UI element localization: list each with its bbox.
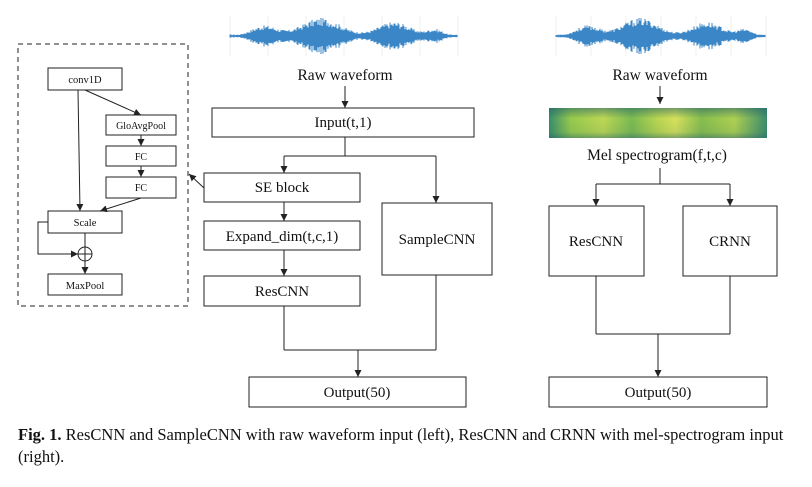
right-rescnn-box [548, 205, 645, 277]
se-conv-label: conv1D [68, 75, 102, 86]
se-gap-label: GloAvgPool [116, 121, 166, 132]
right-output-box [548, 376, 768, 408]
mel-spectrogram-label: Mel spectrogram(f,t,c) [587, 147, 727, 164]
fc-to-scale-arrow [99, 197, 142, 213]
se-block-box [203, 172, 361, 203]
left-rescnn-label: ResCNN [255, 284, 309, 300]
expand-dim-label: Expand_dim(t,c,1) [226, 229, 338, 245]
waveform-icon [555, 16, 767, 56]
input-label: Input(t,1) [314, 115, 371, 131]
figure-number: Fig. 1. [18, 425, 62, 444]
left-output-label: Output(50) [324, 385, 391, 401]
se-fc1-label: FC [135, 152, 148, 163]
residual-skip-arrow [37, 221, 78, 258]
se-detail-frame [17, 43, 189, 307]
se-fc2-label: FC [135, 183, 148, 194]
conv-to-gap-arrow [84, 89, 142, 116]
residual-add-icon [77, 246, 93, 262]
se-block-detail: conv1D GloAvgPool FC FC Scale MaxPool [17, 43, 189, 307]
right-output-label: Output(50) [625, 385, 692, 401]
left-waveform-label: Raw waveform [297, 67, 392, 84]
se-scale-label: Scale [74, 218, 97, 229]
waveform-icon [229, 16, 459, 56]
expand-dim-box [203, 220, 361, 251]
caption-text: ResCNN and SampleCNN with raw waveform i… [18, 425, 784, 466]
left-rescnn-box [203, 275, 361, 307]
se-maxpool-label: MaxPool [66, 281, 105, 292]
input-box [211, 107, 475, 138]
left-output-box [248, 376, 467, 408]
samplecnn-label: SampleCNN [399, 232, 476, 248]
left-pipeline: Raw waveform Input(t,1) SE block Expand_… [203, 16, 493, 408]
right-rescnn-label: ResCNN [569, 234, 623, 250]
figure-caption: Fig. 1. ResCNN and SampleCNN with raw wa… [18, 424, 798, 468]
se-block-label: SE block [255, 180, 310, 196]
crnn-label: CRNN [709, 234, 751, 250]
architecture-diagram: conv1D GloAvgPool FC FC Scale MaxPool Ra… [17, 16, 778, 408]
right-pipeline: Raw waveform Mel spectrogram(f,t,c) ResC… [548, 16, 778, 408]
spectrogram-image [549, 108, 767, 138]
conv-to-scale-arrow [76, 89, 84, 212]
se-expand-arrow [188, 173, 205, 189]
right-waveform-label: Raw waveform [612, 67, 707, 84]
samplecnn-box [381, 202, 493, 276]
